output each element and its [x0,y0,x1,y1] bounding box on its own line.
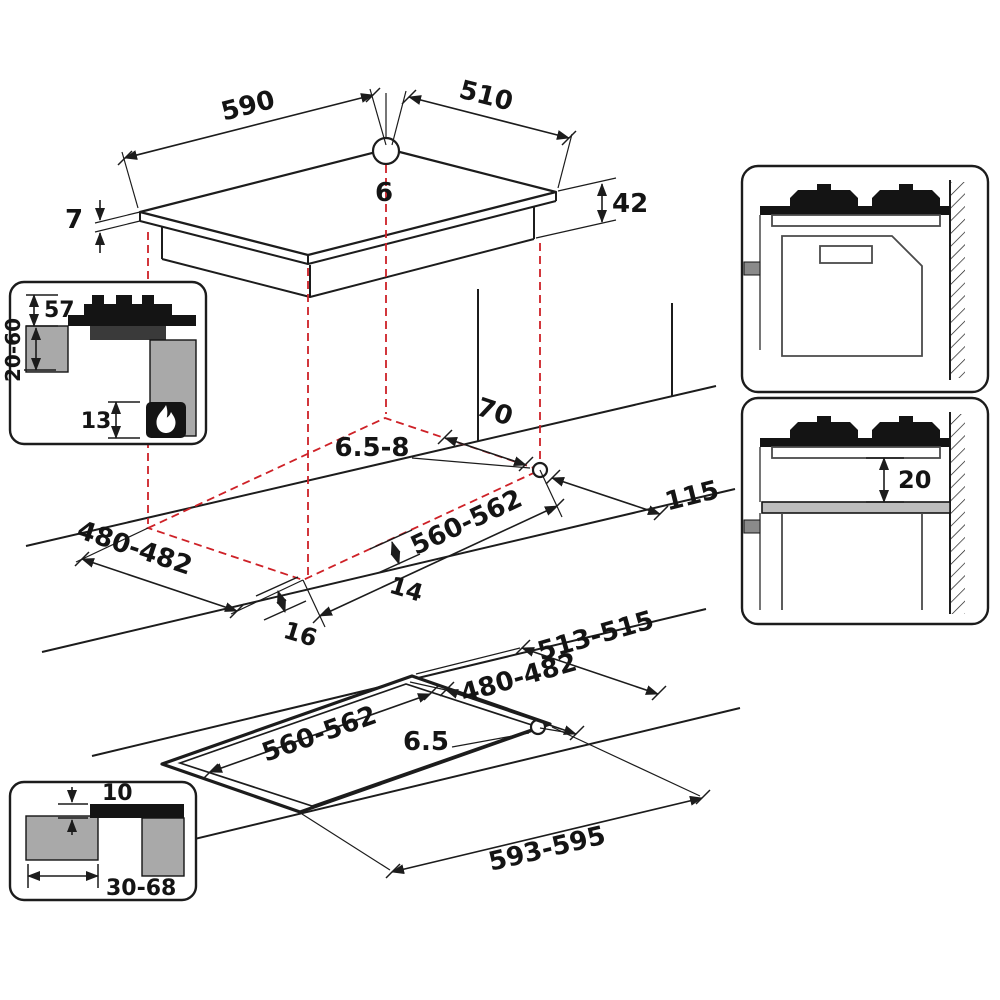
hob-isometric [138,93,558,298]
dimension-ticks [312,498,565,624]
hob-body [771,446,941,459]
side-panel [141,817,185,877]
dimension-line [390,541,401,565]
dimension-line [209,693,431,773]
extension-lines [94,211,141,233]
dim-label-grate-height: 57 [44,298,75,323]
dim-glass-overlap: 10 [58,781,133,835]
extension-lines [391,90,573,189]
dimension-line [276,590,287,613]
wall-hatch [950,182,965,378]
dim-rear-hole: 6 [375,178,393,208]
dim-flush-hole: 6.5 [403,727,530,757]
dimension-ticks [437,429,534,472]
burner-grates [790,416,940,438]
dim-label-hole-offset: 70 [473,392,517,432]
extension-lines [535,177,617,239]
cabinet-drawer-detail [819,245,873,264]
dim-label-hole-diameter-range: 6.5-8 [335,433,410,463]
dimension-line [319,505,558,617]
dim-label-flush-outer-width: 593-595 [486,821,609,878]
dim-worktop-thickness: 20-60 [1,318,56,382]
dim-cutout-depth: 480-482 [73,515,304,619]
cabinet-sides [781,513,923,610]
burner-grate [68,295,196,326]
dimension-ticks [58,803,88,819]
dimension-line [391,795,703,875]
cross-section-inset: 57 20-60 13 [1,280,208,446]
dim-glass-thickness: 7 [65,200,141,253]
dim-label-glass-thickness: 7 [65,205,83,235]
hob-glass [760,206,950,215]
dimension-ticks [203,685,439,779]
dimension-line [551,477,661,515]
dim-cutout-width: 560-562 [302,469,565,628]
extension-lines [301,726,701,871]
leader-line [451,732,530,748]
hob-body [771,214,941,227]
hob-body [90,326,166,340]
extension-lines [415,647,521,675]
dim-label-side-clearance: 115 [662,475,722,517]
dim-bottom-clearance: 13 [81,401,140,439]
dimension-line [444,437,527,466]
dim-shelf-clearance: 20 [866,457,931,503]
dim-label-cutout-depth: 480-482 [73,515,196,581]
dimension-line [445,689,577,735]
side-view-inset-bottom: 20 [740,396,990,626]
side-wall-lines [477,289,673,441]
side-view-inset-top [740,164,990,394]
dim-hole-diameter-range: 6.5-8 [335,433,531,469]
hob-glass-edge [90,804,184,818]
dimension-ticks [117,87,381,166]
dimension-line [521,647,659,695]
dim-label-worktop-thickness: 20-60 [1,318,25,382]
dimension-ticks [401,89,577,146]
wall-hatch [950,414,965,614]
extension-lines [302,469,563,628]
dim-label-flush-outer-depth: 513-515 [534,605,657,667]
middle-worktop-surface [25,289,736,653]
dim-panel-distance: 30-68 [27,864,176,901]
dimension-ticks [515,639,667,701]
mounting-bracket [743,519,761,534]
dimension-line [81,558,238,612]
hob-rear-hole-circle [371,136,401,166]
dimension-line [408,95,570,140]
worktop-cutout-outline [145,417,543,581]
dimension-ticks [385,789,711,879]
dimension-ticks [74,551,245,619]
dimension-line [124,93,374,160]
hob-body-edges [139,192,557,298]
dim-label-hob-height: 42 [612,189,648,219]
dim-label-shelf-clearance: 20 [898,466,931,494]
dim-label-rear-hole: 6 [375,178,393,208]
hob-glass [760,438,950,447]
edge-detail-inset: 10 30-68 [8,780,198,902]
leader-line [411,457,531,469]
dimension-ticks [545,469,669,521]
dim-grate-height: 57 [26,294,75,327]
burner-grates [790,184,940,206]
flame-icon [156,405,176,433]
dimension-ticks [439,681,585,741]
extension-lines [75,527,304,615]
dim-label-flush-hole: 6.5 [403,727,449,757]
shelf [761,501,951,514]
cabinet-box [781,235,923,357]
dim-label-bottom-clearance: 13 [81,409,112,434]
dim-hob-height: 42 [535,177,648,239]
dim-label-edge-clearance-side: 14 [386,571,426,608]
worktop-block [25,325,69,373]
dim-label-glass-overlap: 10 [102,781,133,806]
hob-glass-top-face [138,147,558,257]
worktop-block [25,815,99,861]
mounting-bracket [743,261,761,276]
dim-label-panel-distance: 30-68 [106,876,176,901]
